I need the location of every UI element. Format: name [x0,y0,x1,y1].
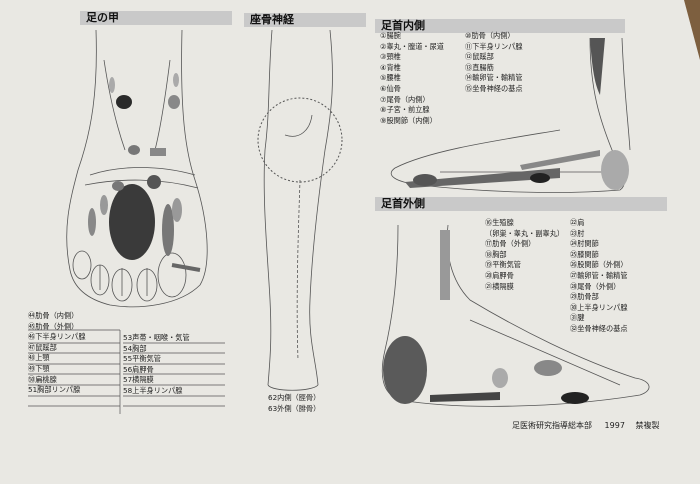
list-item: ⑭輸卵管・輸精管 [465,73,523,83]
list-item: ㉒肩 [570,218,585,227]
list-item: 53声帯・咽喉・気管 [123,333,190,342]
list-item: ②睾丸・膣道・尿道 [380,41,444,51]
list-item: 57横隔膜 [123,375,154,385]
list-item: ㉔肘関節 [570,239,599,249]
list-item: ㊾下顎 [28,363,50,373]
list-item: ③頸椎 [380,52,401,62]
list-item: ⑤腰椎 [380,73,401,83]
list-item: ㉓肘 [570,228,585,238]
foot-top-list-col2: 53声帯・咽喉・気管 54胸部 55平衡気管 56肩胛骨 57横隔膜 58上半身… [123,333,190,397]
list-item: ㊺肋骨（外側） [28,321,79,331]
list-item: ㊹肋骨（内側） [28,311,79,320]
list-item: 62内側（脛骨） [268,393,321,402]
footer-year: 1997 [604,421,625,430]
list-item: ㊼鼠蹊部 [28,342,57,352]
inner-ankle-header: 足首内側 [375,19,625,33]
list-item: ⑳肩胛骨 [485,270,514,280]
list-item: ㉜坐骨神経の基点 [570,323,628,333]
list-item: ㉑横隔膜 [485,281,514,291]
list-item: ㉕膝関節 [570,249,599,259]
list-item: 55平衡気管 [123,354,161,364]
footer-notice: 禁複製 [635,421,660,430]
list-item: ⑩肋骨（内側） [465,31,515,40]
foot-top-list-col1: ㊹肋骨（内側） ㊺肋骨（外側） ㊻下半身リンパ腺 ㊼鼠蹊部 ㊽上顎 ㊾下顎 ㊿扁… [28,311,86,396]
list-item: ④背椎 [380,62,401,72]
list-item: ㉘尾骨（外側） [570,281,621,291]
outer-ankle-list-2: ㉒肩 ㉓肘 ㉔肘関節 ㉕膝関節 ㉖股関節（外側） ㉗輸卵管・輸精管 ㉘尾骨（外側… [570,218,628,335]
list-item: 51胸部リンパ腺 [28,385,81,395]
sciatic-list: 62内側（脛骨） 63外側（腓骨） [268,393,320,414]
list-item: ⑱胸部 [485,249,507,259]
footer: 足医術研究指導総本部 1997 禁複製 [512,420,659,431]
list-item: 56肩胛骨 [123,364,154,374]
list-item: ㉖股関節（外側） [570,260,628,270]
list-item: ㉛腱 [570,313,585,323]
list-item: ⑫鼠蹊部 [465,52,494,62]
list-item: ㉚上半身リンパ腺 [570,302,628,312]
list-item: （卵巣・睾丸・副睾丸） [485,228,565,238]
list-item: ㉗輸卵管・輸精管 [570,270,628,280]
list-item: ⑬直腸筋 [465,62,494,72]
list-item: ⑪下半身リンパ腺 [465,41,523,51]
list-item: ⑨股関節（内側） [380,115,437,125]
footer-org: 足医術研究指導総本部 [512,421,592,430]
foot-top-header: 足の甲 [80,11,232,25]
list-item: ⑲平衡気管 [485,260,521,270]
list-item: ①腸腕 [380,31,401,40]
inner-ankle-list-2: ⑩肋骨（内側） ⑪下半身リンパ腺 ⑫鼠蹊部 ⑬直腸筋 ⑭輸卵管・輸精管 ⑮坐骨神… [465,31,523,95]
list-item: ⑧子宮・前立腺 [380,105,430,115]
outer-ankle-header: 足首外側 [375,197,667,211]
list-item: ㉙肋骨部 [570,292,599,302]
knee-circle [257,97,343,183]
list-item: ㊿扁桃腺 [28,374,57,384]
foot-top-dark-zone [109,184,155,260]
list-item: ㊻下半身リンパ腺 [28,332,86,342]
outer-ankle-list-1: ⑯生殖腺 （卵巣・睾丸・副睾丸） ⑰肋骨（外側） ⑱胸部 ⑲平衡気管 ⑳肩胛骨 … [485,218,564,292]
list-item: 63外側（腓骨） [268,403,321,413]
list-item: ㊽上顎 [28,353,50,363]
list-item: 58上半身リンパ腺 [123,385,183,395]
list-item: ⑰肋骨（外側） [485,239,536,249]
list-item: ⑦尾骨（内側） [380,94,430,104]
list-item: ⑥仙骨 [380,83,401,93]
sciatic-header: 座骨神経 [244,13,366,27]
list-item: ⑮坐骨神経の基点 [465,83,523,93]
inner-ankle-list: ①腸腕 ②睾丸・膣道・尿道 ③頸椎 ④背椎 ⑤腰椎 ⑥仙骨 ⑦尾骨（内側） ⑧子… [380,31,444,126]
list-item: 54胸部 [123,343,147,353]
list-item: ⑯生殖腺 [485,218,514,227]
